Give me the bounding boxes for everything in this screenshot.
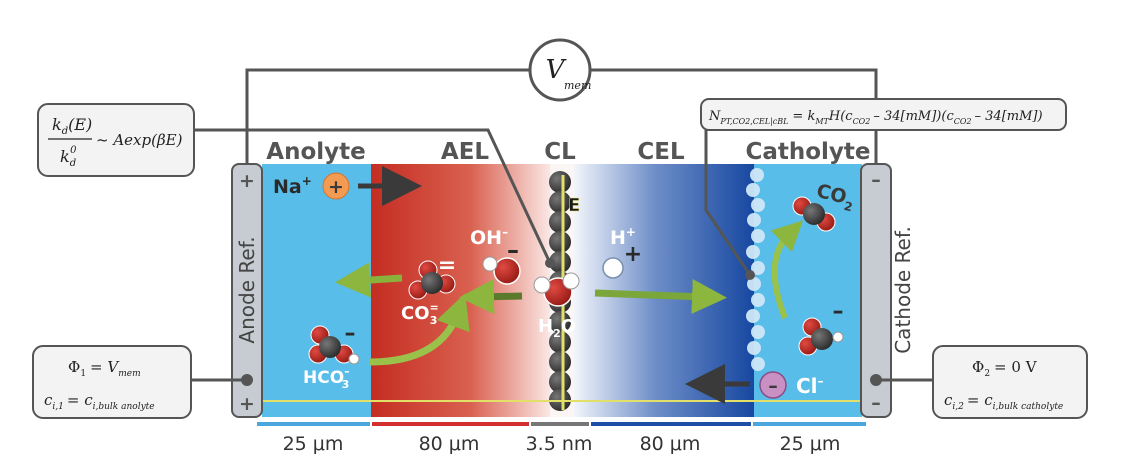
cathode-bc-dot [870,374,882,386]
oh-molecule [482,256,521,285]
flux-connector [704,130,752,276]
anode-plus-bottom: + [239,393,255,415]
region-label-anolyte: Anolyte [266,139,365,165]
hco3-label: HCO–3 [303,365,350,391]
cl-charge-badge [759,371,787,399]
hco3-molecule [308,325,360,365]
co2-molecule [792,196,836,232]
na-charge-badge [322,172,350,200]
proton-arrow [594,279,727,314]
h-ion [602,257,624,279]
anode-bc-conc: ci,1= ci,bulk anolyte [44,391,155,412]
h2o-molecule [533,272,580,307]
co3-charge: = [438,253,456,278]
anode-plus-top: + [239,170,255,192]
cathode-bc-conc: ci,2= ci,bulk catholyte [944,391,1063,412]
cathode-minus-bottom: – [871,392,881,414]
flux-equation: NPT,CO2,CEL|cBL= kMTH(cCO2– 34[mM])(cCO2… [708,109,1043,126]
anode-bc-box: Φ1= Vmem ci,1= ci,bulk anolyte [32,345,192,419]
co3-label: CO=3 [401,301,439,327]
rate-numerator: kd(E) [52,115,92,137]
cathode-bc-box: Φ2= 0 V ci,2= ci,bulk catholyte [932,345,1088,419]
na-label: Na+ [273,174,312,198]
ael-region [371,164,551,417]
region-label-catholyte: Catholyte [745,139,870,165]
anode-electrode: + + Anode Ref. [231,163,263,418]
flux-connector-dot [745,270,755,280]
flux-equation-box: NPT,CO2,CEL|cBL= kMTH(cCO2– 34[mM])(cCO2… [700,98,1067,131]
region-label-cl: CL [544,139,576,165]
rate-rhs: ~ Aexp(βE) [96,131,183,149]
rate-equation-box: kd(E) kd0 ~ Aexp(βE) [37,103,195,177]
co3-molecule [408,260,456,300]
cathode-minus-top: – [871,169,881,191]
cl-label: Cl– [796,374,824,398]
dim-label-ael: 80 μm [419,433,480,455]
region-label-cel: CEL [637,139,685,165]
field-label: E [568,195,580,216]
na-charge: + [328,176,344,198]
dim-label-catholyte: 25 μm [780,433,841,455]
oh-arrow [459,279,523,315]
rate-connector-dot [545,258,555,268]
anode-label: Anode Ref. [235,236,259,343]
co2-curve-arrow [770,220,803,320]
anode-bc-dot [241,374,253,386]
region-label-ael: AEL [441,139,490,165]
h-charge: + [624,242,642,267]
dim-label-anolyte: 25 μm [283,433,344,455]
product-charge: – [833,299,844,324]
gas-bubbles [746,168,765,371]
cathode-label: Cathode Ref. [891,226,915,354]
anode-bc-phi: Φ1= Vmem [68,358,141,379]
hco3-charge: – [345,321,356,346]
voltmeter-subscript: mem [564,79,591,92]
h-label: H+ [610,225,636,249]
cathode-electrode: – – Cathode Ref. [860,163,915,418]
catalyst-particles [549,171,571,411]
rate-connector [194,128,552,264]
oh-charge: – [507,236,519,264]
dim-label-cl: 3.5 nm [526,433,593,455]
hco3-curve-arrow [369,293,470,366]
voltmeter: V mem [528,38,592,102]
cathode-bc-phi: Φ2= 0 V [972,358,1038,379]
cl-charge: – [768,375,778,397]
product-molecule [798,317,844,356]
dim-label-cel: 80 μm [640,433,701,455]
voltmeter-symbol: V [546,55,567,85]
h2o-label: H2O [538,316,576,340]
oh-label: OH– [470,225,508,249]
co3-arrow [335,262,403,298]
rate-denominator: kd0 [60,145,77,169]
